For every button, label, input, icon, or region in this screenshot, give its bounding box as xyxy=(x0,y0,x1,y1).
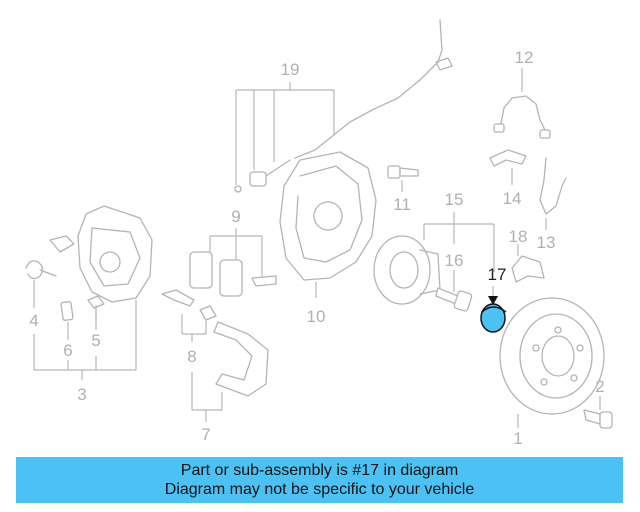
label-15: 15 xyxy=(445,190,464,209)
part-1-brake-rotor xyxy=(499,297,605,415)
info-banner: Part or sub-assembly is #17 in diagram D… xyxy=(16,457,623,503)
label-13: 13 xyxy=(537,233,556,252)
label-16: 16 xyxy=(445,251,464,270)
label-7: 7 xyxy=(201,425,210,444)
label-10: 10 xyxy=(307,307,326,326)
part-7-caliper-bracket xyxy=(213,321,269,397)
part-11-bolt xyxy=(387,165,419,179)
label-6: 6 xyxy=(63,341,72,360)
caliper-assembly xyxy=(49,205,153,303)
part-18-bracket xyxy=(511,255,545,283)
label-12: 12 xyxy=(515,48,534,67)
parts-diagram: 19 12 14 13 11 10 9 15 xyxy=(25,19,613,448)
part-19-abs-sensor xyxy=(234,19,453,193)
callout-15 xyxy=(423,212,495,272)
label-2: 2 xyxy=(595,377,604,396)
label-5: 5 xyxy=(91,331,100,350)
label-17[interactable]: 17 xyxy=(488,265,507,284)
part-16-hub-bolt xyxy=(435,287,473,312)
label-11: 11 xyxy=(393,195,411,214)
label-1: 1 xyxy=(513,429,522,448)
callout-3 xyxy=(33,300,137,380)
label-19: 19 xyxy=(281,60,300,79)
part-14-clip xyxy=(489,149,527,167)
banner-line-1: Part or sub-assembly is #17 in diagram xyxy=(180,462,459,479)
callout-19 xyxy=(235,82,335,185)
part-10-backing-plate xyxy=(279,151,377,281)
part-12-brake-hose xyxy=(493,95,551,139)
part-2-wheel-bolt xyxy=(583,409,613,429)
label-14: 14 xyxy=(503,189,522,208)
label-9: 9 xyxy=(231,207,240,226)
callout-8 xyxy=(181,314,207,342)
part-9-brake-pads xyxy=(189,251,277,297)
part-5-bleeder xyxy=(87,295,105,323)
callout-17-arrow xyxy=(488,296,498,305)
label-4: 4 xyxy=(29,311,38,330)
part-13-brake-line xyxy=(539,157,567,215)
label-18: 18 xyxy=(509,227,528,246)
part-4-spring xyxy=(25,260,57,280)
callout-9 xyxy=(209,228,263,276)
label-3: 3 xyxy=(77,385,86,404)
part-8-guide-bolts xyxy=(161,289,217,321)
part-6-guide-pin-boot xyxy=(60,301,74,321)
part-17-dust-cap[interactable] xyxy=(480,303,507,333)
label-8: 8 xyxy=(187,347,196,366)
part-15-wheel-hub xyxy=(373,235,441,305)
callout-7 xyxy=(191,372,223,422)
banner-line-2: Diagram may not be specific to your vehi… xyxy=(164,481,475,498)
